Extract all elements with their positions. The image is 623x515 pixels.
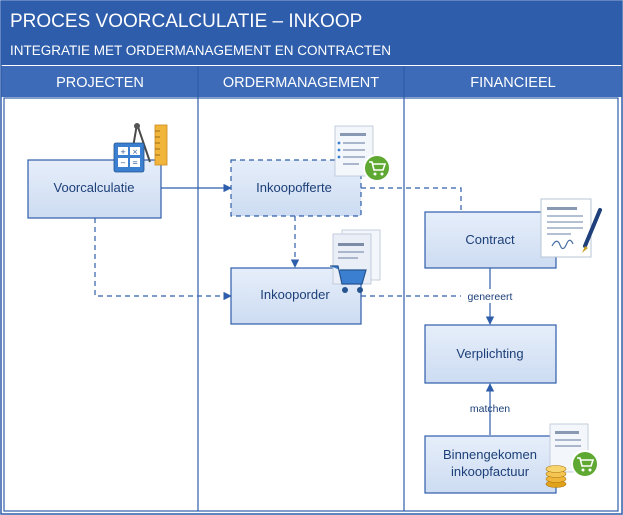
edge-label-matchen: matchen <box>470 403 510 415</box>
edge-label-genereert: genereert <box>468 291 513 303</box>
edge-label-bg-genereert <box>462 289 518 303</box>
page-title: PROCES VOORCALCULATIE – INKOOP <box>10 11 362 32</box>
node-verplichting[interactable]: Verplichting <box>424 324 557 384</box>
node-inkoopfactuur[interactable]: Binnengekomen inkoopfactuur <box>424 435 557 494</box>
svg-text:+: + <box>120 148 126 156</box>
header-bar <box>1 1 622 65</box>
page-subtitle: INTEGRATIE MET ORDERMANAGEMENT EN CONTRA… <box>10 43 391 58</box>
node-contract[interactable]: Contract <box>424 211 557 269</box>
lane-header-ordermanagement: ORDERMANAGEMENT <box>223 75 379 91</box>
lane-header-strip <box>1 66 622 97</box>
node-label-verplichting: Verplichting <box>456 346 523 361</box>
svg-text:=: = <box>132 159 138 167</box>
calculator-ruler-icon: + × − = <box>113 123 168 173</box>
node-label-contract: Contract <box>465 232 515 247</box>
edge-inkoopofferte-contract <box>361 187 462 212</box>
node-label-inkooporder: Inkooporder <box>260 287 330 302</box>
svg-text:−: − <box>120 159 126 167</box>
document-shopping-cart-icon <box>330 229 381 293</box>
node-label-inkoopfactuur-line-1: Binnengekomen <box>443 447 537 462</box>
invoice-coins-icon <box>545 423 599 488</box>
node-label-voorcalculatie: Voorcalculatie <box>54 180 135 195</box>
lane-header-financieel: FINANCIEEL <box>470 75 555 91</box>
lane-header-projecten: PROJECTEN <box>56 75 144 91</box>
svg-text:×: × <box>132 148 138 156</box>
document-cart-icon <box>334 125 391 182</box>
signed-contract-pen-icon <box>540 198 602 258</box>
node-label-inkoopfactuur-line-2: inkoopfactuur <box>451 464 530 479</box>
node-label-inkoopofferte: Inkoopofferte <box>256 180 332 195</box>
